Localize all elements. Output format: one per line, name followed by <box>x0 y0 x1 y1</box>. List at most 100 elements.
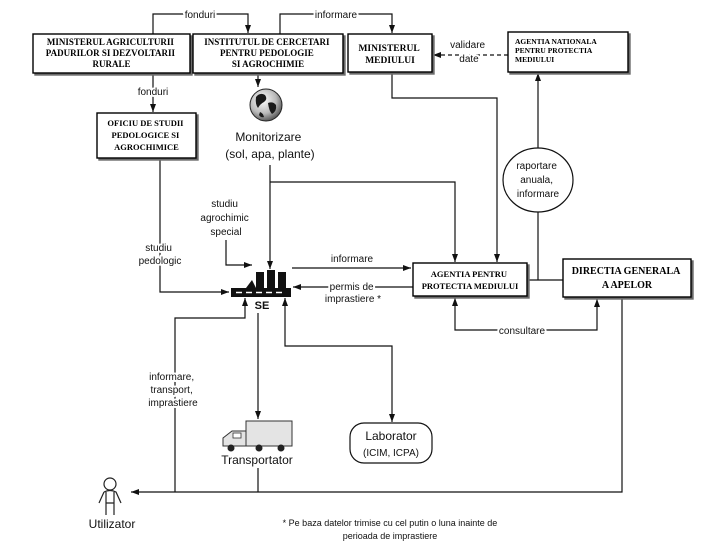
user-head <box>103 477 117 491</box>
arrow-informare-to-ministerul-mediului <box>279 13 395 34</box>
label-line: (sol, apa, plante) <box>225 147 314 161</box>
label-line: date <box>459 54 479 65</box>
label-studiu-agrochimic: studiu agrochimic special <box>200 199 251 238</box>
box-agentia-nationala: AGENTIA NATIONALA PENTRU PROTECTIA MEDIU… <box>507 31 629 73</box>
box-label: MINISTERUL AGRICULTURII PADURILOR SI DEZ… <box>46 37 177 69</box>
truck-icon <box>222 420 293 452</box>
chimney <box>256 272 264 288</box>
box-frame <box>32 33 191 74</box>
label-line: imprastiere <box>148 398 198 409</box>
label-laborator-sub: (ICIM, ICPA) <box>363 448 419 459</box>
arrow-ministerul-to-apm <box>391 72 500 262</box>
label-monitorizare: Monitorizare (sol, apa, plante) <box>225 130 314 161</box>
label-line: studiu <box>145 243 172 254</box>
box-oficiu-studii: OFICIU DE STUDII PEDOLOGICE SI AGROCHIMI… <box>96 112 197 159</box>
arrow-directia-to-utilizator <box>131 297 623 495</box>
globe-sphere <box>249 88 283 122</box>
box-label: OFICIU DE STUDII PEDOLOGICE SI AGROCHIMI… <box>107 118 185 152</box>
connectors <box>131 13 623 495</box>
label-consultare: consultare <box>499 326 546 337</box>
label-transport: informare, transport, imprastiere <box>148 372 198 409</box>
box-label: AGENTIA PENTRU PROTECTIA MEDIULUI <box>422 269 519 291</box>
box-line: PENTRU PROTECTIA <box>515 46 593 55</box>
box-line: MINISTERUL <box>358 44 419 54</box>
arrow-monitorizare-to-apm <box>270 181 458 262</box>
box-frame <box>347 33 433 73</box>
truck-cargo <box>245 420 293 447</box>
label-line: pedologic <box>139 256 182 267</box>
box-label: MINISTERUL MEDIULUI <box>358 44 421 66</box>
label-line: studiu <box>211 199 238 210</box>
box-line: A APELOR <box>602 280 653 291</box>
laborator-node: Laborator (ICIM, ICPA) <box>349 422 433 464</box>
box-line: PROTECTIA MEDIULUI <box>422 281 519 291</box>
label-line: validare <box>450 40 485 51</box>
label-transportator: Transportator <box>221 453 293 467</box>
box-label: DIRECTIA GENERALA A APELOR <box>572 266 683 291</box>
arrow-studiu-pedologic <box>159 158 229 295</box>
truck-window <box>232 432 242 439</box>
truck-wheel <box>255 444 263 452</box>
roof <box>246 280 256 288</box>
globe-icon <box>249 88 283 122</box>
box-ministerul-mediului: MINISTERUL MEDIULUI <box>347 33 433 73</box>
label-line: transport, <box>150 385 192 396</box>
box-label: INSTITUTUL DE CERCETARI PENTRU PEDOLOGIE… <box>204 37 332 69</box>
label-line: agrochimic <box>200 213 248 224</box>
box-label: AGENTIA NATIONALA PENTRU PROTECTIA MEDIU… <box>515 37 598 64</box>
box-agentia-protectia-mediului: AGENTIA PENTRU PROTECTIA MEDIULUI <box>412 262 528 297</box>
box-ministerul-agriculturii: MINISTERUL AGRICULTURII PADURILOR SI DEZ… <box>32 33 191 74</box>
label-line: raportare <box>516 161 557 172</box>
label-line: informare <box>517 189 560 200</box>
arrow-se-laborator <box>282 298 395 422</box>
label-studiu-pedologic: studiu pedologic <box>139 243 182 267</box>
box-line: OFICIU DE STUDII <box>107 118 184 128</box>
label-fonduri-side: fonduri <box>138 87 169 98</box>
arrow-studiu-agrochimic <box>225 240 252 268</box>
box-frame <box>192 33 344 74</box>
label-utilizator: Utilizator <box>89 517 136 531</box>
label-line: special <box>210 227 241 238</box>
chimney <box>278 272 286 288</box>
box-line: SI AGROCHIMIE <box>232 59 304 69</box>
box-institutul-pedologie: INSTITUTUL DE CERCETARI PENTRU PEDOLOGIE… <box>192 33 344 74</box>
label-line: Monitorizare <box>235 130 301 144</box>
label-informare-top: informare <box>315 10 358 21</box>
box-line: PEDOLOGICE SI <box>112 130 180 140</box>
box-frame <box>412 262 528 297</box>
arrow-transport-to-se <box>174 298 248 492</box>
arrow-fonduri-to-institut <box>152 13 251 34</box>
box-frame <box>507 31 629 73</box>
box-line: AGENTIA PENTRU <box>431 269 507 279</box>
label-fonduri-top: fonduri <box>185 10 216 21</box>
globe-continents <box>255 93 277 118</box>
user-icon <box>98 477 122 515</box>
box-line: INSTITUTUL DE CERCETARI <box>204 37 330 47</box>
arrow-consultare <box>452 298 600 331</box>
label-line: permis de <box>330 282 374 293</box>
box-directia-apelor: DIRECTIA GENERALA A APELOR <box>562 258 692 298</box>
label-line: imprastiere * <box>325 294 381 305</box>
chimney <box>267 270 275 288</box>
raportare-node: raportare anuala, informare <box>502 147 574 213</box>
laborator-frame <box>349 422 433 464</box>
label-line: anuala, <box>520 175 553 186</box>
box-line: MINISTERUL AGRICULTURII <box>47 37 174 47</box>
footnote-line-2: perioada de imprastiere <box>343 531 438 541</box>
box-frame <box>562 258 692 298</box>
label-laborator: Laborator <box>365 429 416 443</box>
label-se: SE <box>255 300 270 312</box>
box-line: AGENTIA NATIONALA <box>515 37 597 46</box>
label-raportare: raportare anuala, informare <box>516 161 559 200</box>
box-frame <box>96 112 197 159</box>
label-informare-mid: informare <box>331 254 374 265</box>
box-line: PADURILOR SI DEZVOLTARII <box>46 48 176 58</box>
truck-wheel <box>227 444 235 452</box>
treatment-plant-icon <box>231 270 291 297</box>
box-line: RURALE <box>92 59 130 69</box>
label-permis: permis de imprastiere * <box>325 282 381 305</box>
footnote-line-1: * Pe baza datelor trimise cu cel putin o… <box>283 518 498 528</box>
raportare-ellipse <box>502 147 574 213</box>
box-line: MEDIULUI <box>515 55 554 64</box>
